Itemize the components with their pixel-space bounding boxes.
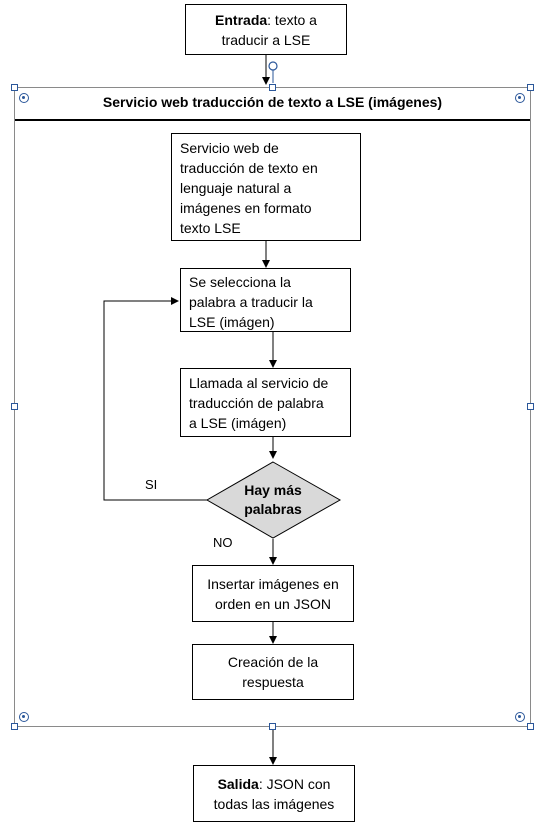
input-label-line2: traducir a LSE <box>221 31 311 48</box>
step-insert-images[interactable]: Insertar imágenes en orden en un JSON <box>192 565 354 622</box>
decision-diamond <box>205 461 342 539</box>
resize-handle-br[interactable] <box>527 723 534 730</box>
resize-handle-tr[interactable] <box>527 84 534 91</box>
step3-line: Llamada al servicio de <box>189 375 329 391</box>
resize-handle-bc[interactable] <box>269 723 276 730</box>
resize-handle-tc[interactable] <box>269 84 276 91</box>
step-web-service[interactable]: Servicio web de traducción de texto en l… <box>171 133 361 241</box>
container-header-divider <box>15 119 530 121</box>
rotate-handle-icon <box>268 61 278 71</box>
step1-line: texto LSE <box>180 220 241 236</box>
input-box[interactable]: Entrada: texto a traducir a LSE <box>185 4 347 55</box>
step1-line: Servicio web de <box>180 140 279 156</box>
step2-line: LSE (imágen) <box>189 314 275 330</box>
step1-line: lenguaje natural a <box>180 180 292 196</box>
output-label-bold: Salida <box>217 775 259 792</box>
step1-line: traducción de texto en <box>180 160 318 176</box>
step2-line: palabra a traducir la <box>189 294 313 310</box>
step-create-response[interactable]: Creación de la respuesta <box>192 644 354 700</box>
step3-line: traducción de palabra <box>189 395 324 411</box>
anchor-pin-icon-br[interactable] <box>515 712 525 722</box>
decision-line: Hay más <box>244 482 302 498</box>
step4-line: orden en un JSON <box>215 595 331 612</box>
step1-line: imágenes en formato <box>180 200 312 216</box>
input-label-rest: : texto a <box>267 11 317 28</box>
edge-label-yes: SI <box>145 477 158 492</box>
input-label-bold: Entrada <box>215 11 268 28</box>
step5-line: Creación de la <box>227 654 319 670</box>
step4-line: Insertar imágenes en <box>207 575 339 592</box>
output-label-rest: : JSON con <box>258 775 331 792</box>
step5-line: respuesta <box>242 674 304 690</box>
step-call-service[interactable]: Llamada al servicio de traducción de pal… <box>180 368 351 437</box>
step3-line: a LSE (imágen) <box>189 415 287 431</box>
anchor-pin-icon-tl[interactable] <box>19 93 29 103</box>
edge-label-no: NO <box>213 535 233 550</box>
decision-line: palabras <box>244 501 302 517</box>
step2-line: Se selecciona la <box>189 274 291 290</box>
resize-handle-tl[interactable] <box>11 84 18 91</box>
anchor-pin-icon-tr[interactable] <box>515 93 525 103</box>
resize-handle-bl[interactable] <box>11 723 18 730</box>
resize-handle-ml[interactable] <box>11 403 18 410</box>
edge-decision-loop-yes <box>103 297 207 501</box>
container-title: Servicio web traducción de texto a LSE (… <box>102 94 443 110</box>
resize-handle-mr[interactable] <box>527 403 534 410</box>
step-select-word[interactable]: Se selecciona la palabra a traducir la L… <box>180 268 351 332</box>
anchor-pin-icon-bl[interactable] <box>19 712 29 722</box>
output-box[interactable]: Salida: JSON con todas las imágenes <box>193 765 355 822</box>
decision-label[interactable]: Hay más palabras <box>213 481 333 519</box>
output-label-line2: todas las imágenes <box>213 795 335 812</box>
